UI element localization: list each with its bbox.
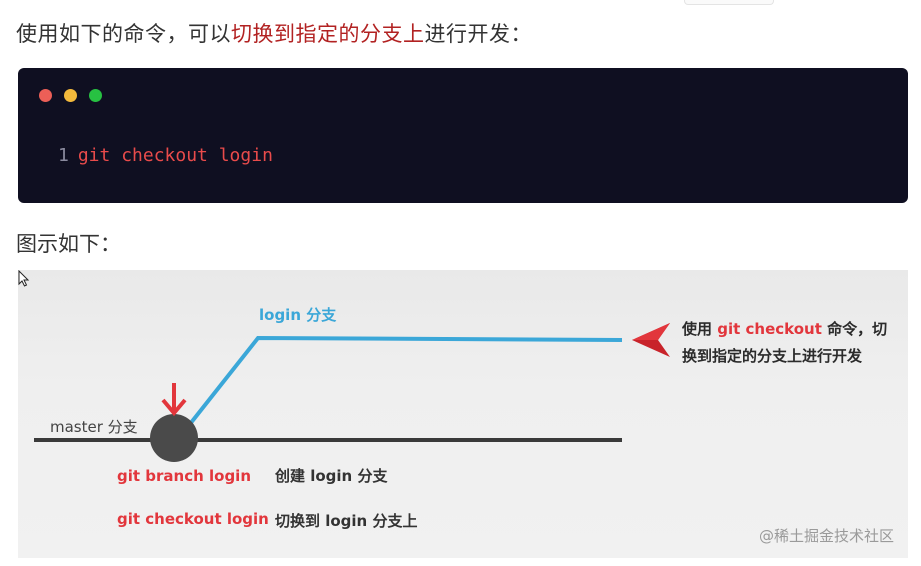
code-text: git checkout login — [77, 145, 273, 166]
branch-command-desc: 创建 login 分支 — [275, 467, 388, 485]
checkout-command-label: git checkout login — [117, 510, 269, 528]
commit-node — [150, 414, 198, 462]
intro-paragraph: 使用如下的命令，可以切换到指定的分支上进行开发： — [16, 18, 532, 48]
top-tab — [684, 0, 774, 5]
login-branch-label: login 分支 — [259, 306, 337, 324]
window-close-dot — [39, 89, 52, 102]
note-suffix: 命令，切换到指定的分支上进行开发 — [682, 320, 888, 365]
window-minimize-dot — [64, 89, 77, 102]
intro-suffix: 进行开发： — [424, 22, 532, 46]
branch-diagram-graphics — [34, 323, 670, 462]
checkout-note: 使用 git checkout 命令，切换到指定的分支上进行开发 — [682, 316, 892, 370]
branch-command-label: git branch login — [117, 467, 252, 485]
intro-highlight: 切换到指定的分支上 — [231, 22, 425, 46]
left-pointer-icon — [632, 323, 670, 357]
watermark: @稀土掘金技术社区 — [758, 527, 894, 545]
checkout-command-desc: 切换到 login 分支上 — [275, 512, 418, 530]
master-branch-label: master 分支 — [50, 418, 138, 436]
intro-prefix: 使用如下的命令，可以 — [16, 22, 231, 46]
note-command: git checkout — [717, 320, 822, 338]
code-block: 1 git checkout login — [18, 68, 908, 203]
note-prefix: 使用 — [682, 320, 718, 338]
code-line: 1 git checkout login — [58, 145, 273, 166]
figure-caption: 图示如下： — [16, 232, 121, 256]
login-branch-line — [188, 335, 623, 426]
window-maximize-dot — [89, 89, 102, 102]
code-line-number: 1 — [58, 145, 69, 166]
down-arrow-icon — [161, 383, 187, 417]
mouse-cursor-icon — [18, 270, 30, 287]
branch-diagram: login 分支 master 分支 git branch login 创建 l… — [18, 270, 908, 558]
